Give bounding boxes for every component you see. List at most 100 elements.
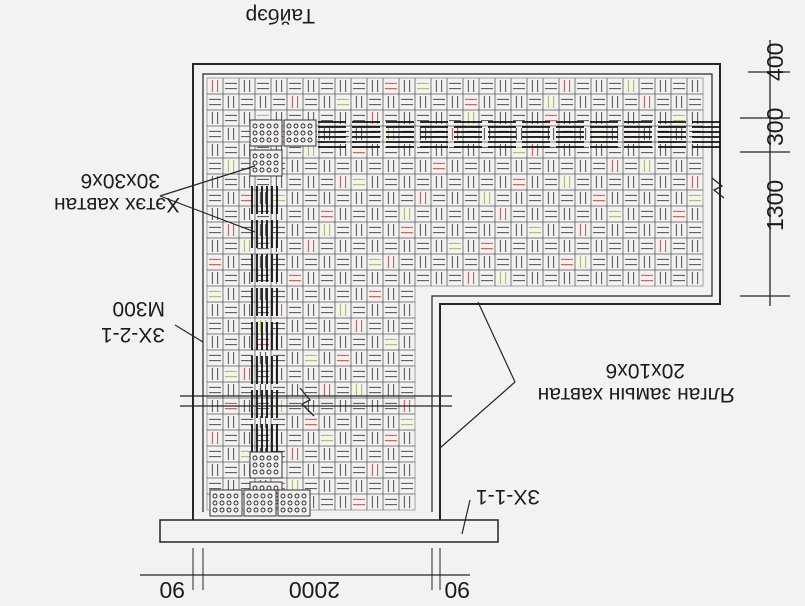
brick-cell bbox=[622, 77, 640, 95]
brick-cell bbox=[222, 429, 240, 447]
brick-cell bbox=[558, 109, 576, 127]
brick-cell bbox=[574, 269, 592, 287]
brick-cell bbox=[446, 189, 464, 207]
brick-cell bbox=[462, 189, 480, 207]
brick-cell bbox=[462, 157, 480, 175]
dot bbox=[300, 130, 306, 136]
brick-cell bbox=[558, 125, 576, 143]
brick-cell bbox=[638, 93, 656, 111]
brick-cell bbox=[286, 285, 304, 303]
brick-cell bbox=[382, 333, 400, 351]
brick-cell bbox=[606, 93, 624, 111]
brick-cell bbox=[302, 189, 320, 207]
brick-cell bbox=[622, 205, 640, 223]
dot bbox=[226, 493, 232, 499]
brick-cell bbox=[526, 189, 544, 207]
brick-cell bbox=[286, 413, 304, 431]
brick-cell bbox=[542, 221, 560, 239]
brick-cell bbox=[510, 173, 528, 191]
brick-cell bbox=[494, 221, 512, 239]
brick-cell bbox=[286, 461, 304, 479]
brick-cell bbox=[430, 221, 448, 239]
brick-cell bbox=[206, 445, 224, 463]
dot bbox=[301, 493, 307, 499]
brick-cell bbox=[510, 221, 528, 239]
brick-cell bbox=[478, 221, 496, 239]
brick-cell bbox=[398, 189, 416, 207]
brick-cell bbox=[638, 141, 656, 159]
brick-cell bbox=[334, 237, 352, 255]
brick-cell bbox=[542, 189, 560, 207]
brick-cell bbox=[590, 221, 608, 239]
dot bbox=[293, 130, 299, 136]
brick-cell bbox=[302, 77, 320, 95]
brick-cell bbox=[574, 93, 592, 111]
brick-cell bbox=[462, 141, 480, 159]
brick-cell bbox=[446, 173, 464, 191]
leader-mesh-2a bbox=[477, 301, 516, 383]
brick-cell bbox=[270, 365, 288, 383]
brick-cell bbox=[366, 221, 384, 239]
brick-cell bbox=[462, 125, 480, 143]
brick-cell bbox=[398, 93, 416, 111]
brick-cell bbox=[206, 109, 224, 127]
brick-cell bbox=[526, 157, 544, 175]
brick-cell bbox=[318, 173, 336, 191]
leader-mesh-1a bbox=[159, 165, 256, 197]
dot bbox=[259, 462, 265, 468]
brick-cell bbox=[318, 461, 336, 479]
brick-cell bbox=[302, 237, 320, 255]
dot bbox=[226, 507, 232, 513]
brick-cell bbox=[270, 317, 288, 335]
brick-cell bbox=[542, 237, 560, 255]
brick-cell bbox=[366, 269, 384, 287]
dot bbox=[259, 455, 265, 461]
brick-cell bbox=[286, 237, 304, 255]
brick-cell bbox=[238, 77, 256, 95]
brick-cell bbox=[494, 125, 512, 143]
brick-cell bbox=[318, 333, 336, 351]
brick-cell bbox=[494, 253, 512, 271]
break-zigzag bbox=[299, 387, 315, 417]
dim-bottom-right: 90 bbox=[444, 577, 470, 603]
brick-cell bbox=[462, 269, 480, 287]
brick-cell bbox=[430, 109, 448, 127]
brick-cell bbox=[270, 429, 288, 447]
brick-cell bbox=[670, 125, 688, 143]
dot bbox=[300, 137, 306, 143]
brick-cell bbox=[526, 253, 544, 271]
brick-cell bbox=[670, 77, 688, 95]
brick-cell bbox=[398, 173, 416, 191]
brick-cell bbox=[318, 93, 336, 111]
brick-cell bbox=[686, 157, 704, 175]
brick-cell bbox=[638, 237, 656, 255]
brick-cell bbox=[686, 109, 704, 127]
brick-cell bbox=[398, 77, 416, 95]
brick-cell bbox=[334, 445, 352, 463]
brick-cell bbox=[350, 285, 368, 303]
brick-cell bbox=[670, 93, 688, 111]
brick-cell bbox=[542, 157, 560, 175]
brick-cell bbox=[222, 125, 240, 143]
brick-cell bbox=[366, 189, 384, 207]
brick-cell bbox=[574, 141, 592, 159]
dot bbox=[273, 123, 279, 129]
brick-cell bbox=[382, 269, 400, 287]
brick-cell bbox=[526, 109, 544, 127]
dot bbox=[233, 500, 239, 506]
brick-cell bbox=[382, 157, 400, 175]
brick-cell bbox=[222, 253, 240, 271]
dot bbox=[252, 455, 258, 461]
brick-cell bbox=[366, 477, 384, 495]
brick-cell bbox=[286, 93, 304, 111]
brick-cell bbox=[206, 269, 224, 287]
brick-cell bbox=[318, 237, 336, 255]
brick-cell bbox=[670, 205, 688, 223]
dim-right-top: 400 bbox=[762, 43, 788, 81]
brick-cell bbox=[398, 237, 416, 255]
brick-cell bbox=[638, 125, 656, 143]
brick-cell bbox=[622, 269, 640, 287]
brick-cell bbox=[590, 253, 608, 271]
brick-cell bbox=[606, 269, 624, 287]
brick-cell bbox=[334, 269, 352, 287]
